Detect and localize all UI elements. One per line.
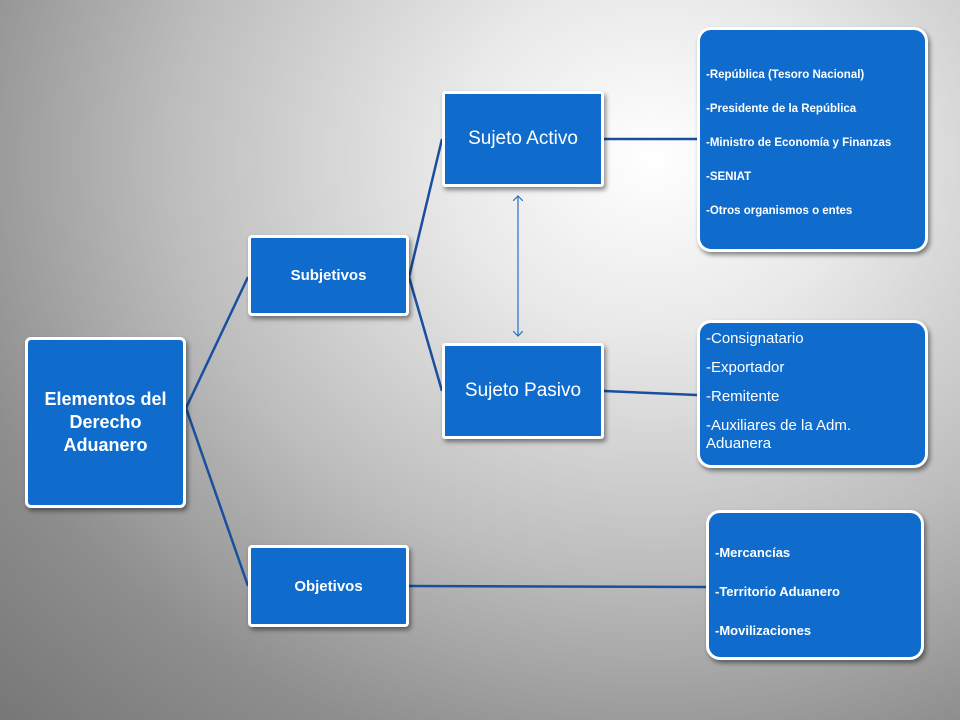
connector-objetivos-list: [408, 584, 707, 589]
objetivos-node-label: Objetivos: [294, 577, 363, 595]
list-item: -Presidente de la República: [706, 103, 857, 115]
root-node-label: Elementos del Derecho Aduanero: [44, 389, 167, 455]
root-node: Elementos del Derecho Aduanero: [25, 337, 186, 508]
sujeto-activo-node: Sujeto Activo: [442, 91, 604, 187]
objetivos-node: Objetivos: [248, 545, 409, 627]
connector-root-objetivos: [184, 407, 250, 587]
sujeto-pasivo-node-label: Sujeto Pasivo: [464, 380, 582, 401]
sujeto-activo-list: -República (Tesoro Nacional) -Presidente…: [697, 27, 928, 252]
sujeto-activo-node-label: Sujeto Activo: [468, 128, 578, 149]
list-item: -SENIAT: [706, 171, 752, 183]
list-item: -Territorio Aduanero: [715, 584, 840, 599]
list-item: -Consignatario: [706, 330, 804, 347]
list-item: -Movilizaciones: [715, 623, 812, 638]
objetivos-list: -Mercancías -Territorio Aduanero -Movili…: [706, 510, 924, 660]
list-item: -Remitente: [706, 388, 780, 405]
connector-subjetivos-pasivo: [407, 276, 444, 392]
list-item: -República (Tesoro Nacional): [706, 69, 865, 81]
list-item: -Exportador: [706, 359, 785, 376]
connector-pasivo-list: [603, 389, 698, 397]
sujeto-pasivo-list: -Consignatario -Exportador -Remitente -A…: [697, 320, 928, 468]
subjetivos-node: Subjetivos: [248, 235, 409, 316]
list-item: -Otros organismos o entes: [706, 205, 853, 217]
list-item: -Auxiliares de la Adm. Aduanera: [706, 417, 852, 452]
subjetivos-node-label: Subjetivos: [290, 267, 367, 284]
list-item: -Mercancías: [715, 545, 791, 560]
sujeto-pasivo-node: Sujeto Pasivo: [442, 343, 604, 439]
list-item: -Ministro de Economía y Finanzas: [706, 137, 892, 149]
connector-subjetivos-activo: [407, 138, 444, 278]
connector-root-subjetivos: [184, 276, 250, 409]
